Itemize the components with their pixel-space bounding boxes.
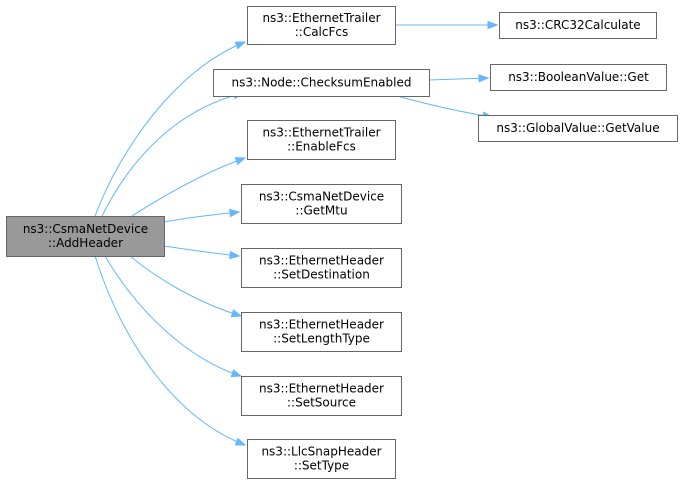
edge-line [163,211,240,223]
node-label-line: ns3::LlcSnapHeader [261,445,381,459]
edge-checksum-to-boolget [428,74,490,83]
arrowhead-icon [230,369,243,378]
edge-root-to-getmtu [163,208,241,223]
node-checksum[interactable]: ns3::Node::ChecksumEnabled [213,69,430,97]
node-label-line: ns3::EthernetHeader [259,382,384,396]
node-label-line: ::EnableFcs [287,140,356,154]
node-label-line: ::SetDestination [273,268,370,282]
arrowhead-icon [478,74,490,83]
edge-root-to-setsrc [104,255,243,378]
arrowhead-icon [234,437,247,446]
node-enablefcs[interactable]: ns3::EthernetTrailer::EnableFcs [247,120,396,160]
node-label-line: ns3::BooleanValue::Get [508,70,649,84]
node-boolget[interactable]: ns3::BooleanValue::Get [490,64,667,91]
edge-root-to-checksum [101,91,245,217]
node-crc32[interactable]: ns3::CRC32Calculate [499,12,657,39]
arrowhead-icon [229,250,241,260]
edge-line [101,92,244,217]
node-label-line: ns3::EthernetTrailer [262,11,380,25]
node-label-line: ::SetLengthType [273,332,370,346]
edge-root-to-setdest [163,245,241,260]
node-label-line: ::SetType [294,459,349,473]
node-calcfcs[interactable]: ns3::EthernetTrailer::CalcFcs [247,6,396,45]
edge-root-to-setlen [129,255,243,318]
edge-line [104,255,242,377]
node-label-line: ns3::GlobalValue::GetValue [496,121,659,135]
node-settype[interactable]: ns3::LlcSnapHeader::SetType [247,439,396,479]
node-setsrc[interactable]: ns3::EthernetHeader::SetSource [241,376,402,416]
node-label-line: ns3::CRC32Calculate [515,18,640,32]
node-box [490,64,667,91]
arrowhead-icon [229,208,241,218]
node-label-line: ns3::CsmaNetDevice [259,190,384,204]
node-label-line: ns3::EthernetHeader [259,318,384,332]
edge-root-to-calcfcs [94,41,247,217]
node-root[interactable]: ns3::CsmaNetDevice::AddHeader [6,216,165,257]
node-label-line: ::AddHeader [48,236,123,250]
node-box [6,216,165,257]
arrowhead-icon [234,41,247,50]
node-box [247,6,396,45]
node-box [241,376,402,416]
node-label-line: ::CalcFcs [295,25,349,39]
edge-line [94,41,246,217]
edge-root-to-settype [94,255,247,446]
node-setlen[interactable]: ns3::EthernetHeader::SetLengthType [241,312,402,352]
node-box [499,12,657,39]
node-box [241,312,402,352]
node-label-line: ns3::Node::ChecksumEnabled [232,76,412,90]
node-getmtu[interactable]: ns3::CsmaNetDevice::GetMtu [241,184,402,224]
arrowhead-icon [487,20,499,30]
arrowhead-icon [234,157,247,166]
node-box [478,115,678,142]
edge-checksum-to-globalget [396,95,494,120]
edge-line [428,77,489,81]
nodes-layer: ns3::CsmaNetDevice::AddHeaderns3::Ethern… [6,6,678,479]
node-setdest[interactable]: ns3::EthernetHeader::SetDestination [241,248,402,288]
node-label-line: ::GetMtu [295,204,347,218]
node-box [241,184,402,224]
edge-line [129,255,242,317]
arrowhead-icon [230,309,243,318]
node-box [247,120,396,160]
edge-line [396,95,493,118]
node-box [213,69,430,97]
node-box [247,439,396,479]
edge-line [131,157,246,217]
node-label-line: ::SetSource [287,396,356,410]
node-label-line: ns3::CsmaNetDevice [23,222,148,236]
node-box [241,248,402,288]
edge-calcfcs-to-crc32 [395,20,499,30]
edge-line [94,255,246,446]
node-label-line: ns3::EthernetTrailer [262,126,380,140]
edge-line [163,245,240,257]
node-label-line: ns3::EthernetHeader [259,254,384,268]
node-globalget[interactable]: ns3::GlobalValue::GetValue [478,115,678,142]
edge-root-to-enablefcs [131,157,247,217]
